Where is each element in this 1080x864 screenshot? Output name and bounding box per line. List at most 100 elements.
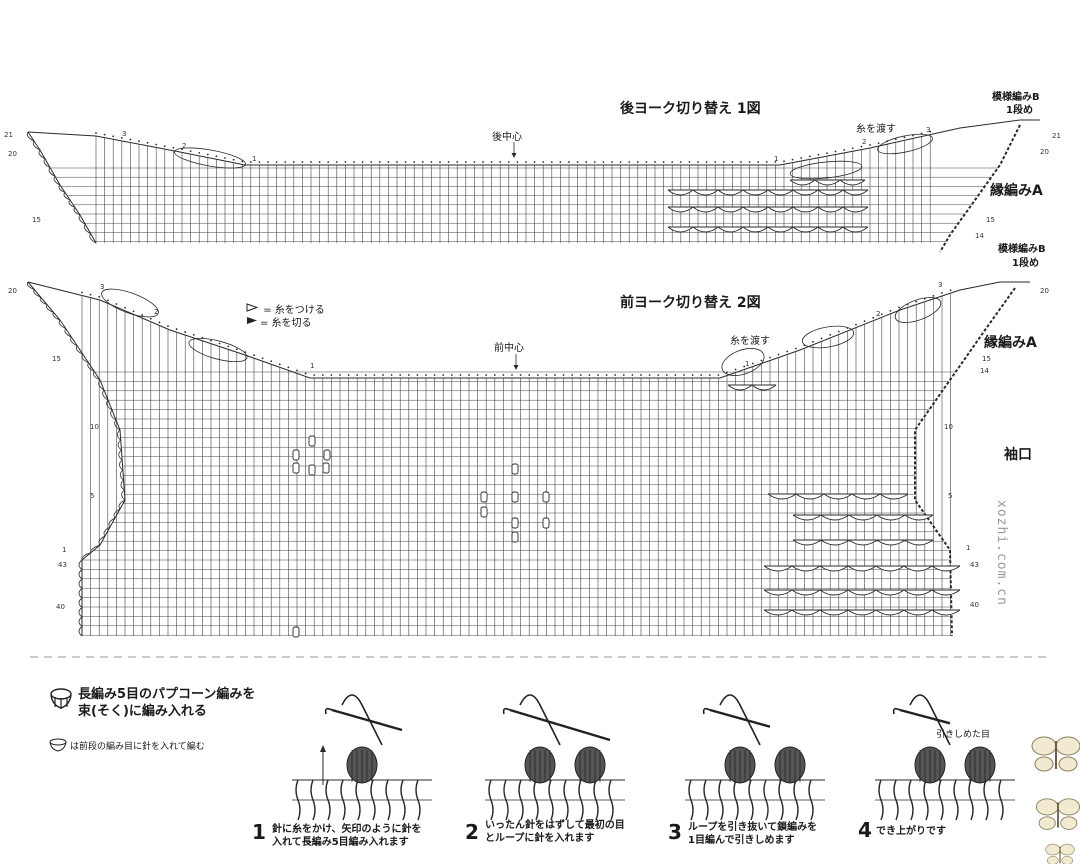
legend-note: は前段の編み目に針を入れて編む: [70, 742, 205, 752]
chain-stitch-dot: [132, 310, 135, 313]
diagram1-row-15-left: 15: [32, 216, 41, 224]
chain-stitch-dot: [636, 161, 639, 163]
arch-stitch: [727, 384, 753, 391]
chain-stitch-dot: [932, 294, 935, 297]
chain-stitch-dot: [224, 157, 226, 159]
chain-stitch-dot: [425, 374, 427, 376]
chain-stitch-dot: [81, 291, 83, 294]
chain-stitch-dot: [353, 161, 355, 163]
chain-stitch-dot: [654, 161, 656, 163]
chain-stitch-dot: [364, 374, 367, 376]
scallop-edge: [108, 517, 116, 528]
chain-stitch-dot: [855, 323, 857, 326]
chart-top-edge: [27, 119, 1040, 166]
step-2-text: いったん針をはずして最初の目 とループに針を入れます: [485, 819, 625, 845]
butterfly-wing: [1055, 736, 1080, 756]
step-4-text: でき上がりです: [876, 825, 946, 838]
butterfly-wing: [1038, 816, 1056, 830]
legend-line-2: 束(そく)に編み入れる: [78, 704, 207, 719]
scallop-edge: [46, 304, 54, 313]
center-arrow-head: [511, 153, 517, 158]
diagram1-mark-1-left: 1: [252, 155, 257, 163]
scallop-edge: [120, 479, 125, 491]
diagram2-row-43-right: 43: [970, 561, 979, 569]
diagram2-pattern-b-label: 模様編みB: [998, 244, 1046, 255]
diagram2-row-20-right: 20: [1040, 287, 1049, 295]
chain-stitch-dot: [843, 148, 846, 151]
arch-stitch: [903, 565, 933, 572]
chain-stitch-dot: [249, 161, 252, 163]
butterfly-wing: [1061, 855, 1073, 864]
popcorn-stitch-mark: [542, 491, 550, 503]
arch-stitch: [876, 539, 906, 546]
chain-stitch-dot: [915, 300, 918, 303]
diagram1-row-14-right: 14: [975, 232, 984, 240]
arch-stitch: [848, 514, 878, 521]
scallop-edge: [63, 192, 71, 201]
chain-stitch-dot: [413, 161, 416, 163]
diagram1-mark-2-left: 2: [182, 142, 187, 150]
butterfly-wing: [1057, 798, 1080, 816]
chain-stitch-dot: [129, 138, 132, 141]
chain-stitch-dot: [786, 350, 789, 353]
popcorn-stitch-mark: [480, 491, 488, 503]
chain-stitch-dot: [184, 331, 187, 333]
chain-stitch-dot: [740, 161, 742, 163]
chain-stitch-dot: [722, 161, 725, 163]
chain-stitch-dot: [215, 155, 218, 158]
legend-cut-yarn: = 糸を切る: [246, 314, 312, 329]
chain-stitch-dot: [387, 161, 390, 163]
chain-stitch-dot: [181, 148, 183, 151]
chain-stitch-dot: [447, 161, 450, 163]
chain-stitch-dot: [717, 374, 720, 376]
watermark-text: xozhi.com.cn: [994, 500, 1009, 606]
crochet-hook: [331, 708, 403, 732]
chain-stitch-dot: [390, 374, 393, 376]
chain-stitch-dot: [688, 161, 691, 163]
scallop-edge: [98, 535, 106, 546]
chain-stitch-dot: [270, 360, 273, 363]
chain-stitch-dot: [528, 374, 531, 376]
diagram1-mark-1-right: 1: [774, 155, 779, 163]
popcorn-stitch-mark: [542, 517, 550, 529]
arch-stitch: [742, 226, 769, 233]
diagram2-sleeve-label: 袖口: [1004, 447, 1032, 463]
butterfly-wing: [1047, 855, 1059, 864]
chain-stitch-dot: [869, 144, 871, 146]
chain-stitch-dot: [554, 374, 556, 376]
chain-stitch-dot: [473, 161, 476, 163]
chain-stitch-dot: [889, 309, 892, 312]
step-1-line-1: 針に糸をかけ、矢印のように針を: [272, 824, 422, 835]
chart-left-edge: [27, 281, 126, 636]
chain-stitch-dot: [619, 161, 622, 163]
chain-stitch-dot: [370, 161, 373, 163]
butterfly-icon: [1035, 798, 1080, 830]
arch-stitch: [791, 565, 821, 572]
chain-stitch-dot: [192, 334, 195, 336]
scallop-edge: [102, 389, 109, 401]
chain-stitch-dot: [507, 161, 510, 163]
yarn-loop-oval: [188, 337, 248, 363]
step-4-number: 4: [858, 818, 872, 842]
chain-stitch-dot: [863, 320, 866, 323]
chain-stitch-dot: [253, 354, 255, 357]
chain-stitch-dot: [691, 374, 694, 376]
scallop-edge: [38, 149, 46, 160]
legend-cut-text: = 糸を切る: [260, 318, 312, 329]
scallop-edge: [84, 224, 91, 235]
chain-stitch-dot: [399, 374, 402, 376]
scallop-edge: [98, 379, 105, 391]
scallop-edge: [81, 552, 92, 561]
back-yoke-chart: [26, 119, 1040, 253]
chain-stitch-dot: [714, 161, 717, 163]
chain-stitch-dot: [318, 161, 321, 163]
chain-stitch-dot: [106, 299, 109, 302]
chain-stitch-dot: [808, 155, 811, 158]
arch-stitch: [795, 493, 825, 500]
arch-stitch: [791, 589, 821, 596]
chain-stitch-dot: [344, 161, 347, 163]
arch-stitch: [903, 589, 933, 596]
chain-stitch-dot: [757, 161, 760, 163]
arch-stitch: [751, 384, 777, 391]
scallop-edge: [103, 526, 111, 537]
